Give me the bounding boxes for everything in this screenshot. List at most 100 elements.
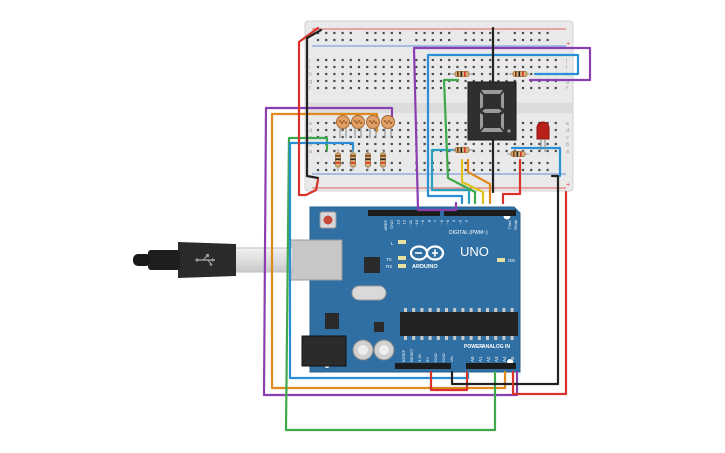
breadboard-hole[interactable] — [464, 128, 467, 132]
breadboard-hole[interactable] — [554, 86, 557, 90]
breadboard-hole[interactable] — [472, 58, 475, 62]
rail-hole[interactable] — [472, 31, 475, 35]
breadboard-hole[interactable] — [489, 72, 492, 76]
breadboard-hole[interactable] — [464, 58, 467, 62]
breadboard-hole[interactable] — [521, 65, 525, 69]
breadboard-hole[interactable] — [489, 142, 492, 146]
breadboard-hole[interactable] — [546, 65, 549, 69]
breadboard-hole[interactable] — [505, 149, 508, 153]
breadboard-hole[interactable] — [333, 86, 336, 90]
breadboard-hole[interactable] — [341, 65, 344, 69]
breadboard-hole[interactable] — [521, 135, 525, 139]
breadboard-hole[interactable] — [497, 142, 500, 146]
reset-button-cap[interactable] — [323, 215, 333, 225]
breadboard-hole[interactable] — [390, 142, 393, 146]
rail-hole[interactable] — [423, 168, 426, 172]
breadboard-hole[interactable] — [374, 65, 377, 69]
breadboard-hole[interactable] — [333, 135, 336, 139]
breadboard-hole[interactable] — [554, 142, 557, 146]
breadboard-hole[interactable] — [530, 135, 533, 139]
breadboard-hole[interactable] — [374, 142, 377, 146]
breadboard-hole[interactable] — [366, 135, 369, 139]
breadboard-hole[interactable] — [316, 86, 320, 90]
breadboard-hole[interactable] — [521, 128, 525, 132]
breadboard-hole[interactable] — [423, 58, 426, 62]
rail-hole[interactable] — [472, 168, 475, 172]
rail-hole[interactable] — [366, 38, 369, 42]
breadboard-hole[interactable] — [530, 72, 533, 76]
breadboard-hole[interactable] — [423, 128, 426, 132]
rail-hole[interactable] — [316, 31, 320, 35]
breadboard-hole[interactable] — [530, 121, 533, 125]
breadboard-hole[interactable] — [464, 121, 467, 125]
breadboard-hole[interactable] — [480, 58, 484, 62]
breadboard-hole[interactable] — [456, 135, 459, 139]
breadboard-hole[interactable] — [341, 149, 344, 153]
breadboard-hole[interactable] — [546, 58, 549, 62]
breadboard-hole[interactable] — [349, 121, 352, 125]
breadboard-hole[interactable] — [398, 142, 402, 146]
breadboard-hole[interactable] — [341, 79, 344, 83]
rail-hole[interactable] — [521, 161, 525, 165]
breadboard-hole[interactable] — [480, 142, 484, 146]
breadboard-hole[interactable] — [448, 58, 451, 62]
rail-hole[interactable] — [431, 31, 434, 35]
breadboard-hole[interactable] — [472, 72, 475, 76]
breadboard-hole[interactable] — [390, 58, 393, 62]
breadboard-hole[interactable] — [341, 72, 344, 76]
breadboard-hole[interactable] — [480, 72, 484, 76]
rail-hole[interactable] — [521, 38, 525, 42]
rail-hole[interactable] — [374, 31, 377, 35]
breadboard-hole[interactable] — [390, 79, 393, 83]
breadboard-hole[interactable] — [439, 79, 443, 83]
rail-hole[interactable] — [349, 168, 352, 172]
breadboard-hole[interactable] — [398, 86, 402, 90]
rail-hole[interactable] — [398, 168, 402, 172]
breadboard-hole[interactable] — [472, 142, 475, 146]
breadboard-hole[interactable] — [382, 79, 385, 83]
breadboard-hole[interactable] — [431, 58, 434, 62]
breadboard-hole[interactable] — [521, 79, 525, 83]
breadboard-hole[interactable] — [489, 149, 492, 153]
breadboard-hole[interactable] — [489, 79, 492, 83]
rail-hole[interactable] — [374, 168, 377, 172]
breadboard-hole[interactable] — [333, 128, 336, 132]
breadboard-hole[interactable] — [390, 72, 393, 76]
breadboard-hole[interactable] — [431, 86, 434, 90]
breadboard-hole[interactable] — [489, 58, 492, 62]
breadboard-hole[interactable] — [456, 58, 459, 62]
rail-hole[interactable] — [341, 31, 344, 35]
breadboard-hole[interactable] — [554, 128, 557, 132]
rail-hole[interactable] — [480, 161, 484, 165]
breadboard-hole[interactable] — [439, 121, 443, 125]
breadboard-hole[interactable] — [456, 142, 459, 146]
breadboard-hole[interactable] — [316, 65, 320, 69]
breadboard-hole[interactable] — [333, 58, 336, 62]
breadboard-hole[interactable] — [497, 149, 500, 153]
breadboard-hole[interactable] — [530, 86, 533, 90]
breadboard-hole[interactable] — [423, 135, 426, 139]
breadboard-hole[interactable] — [480, 149, 484, 153]
breadboard-hole[interactable] — [374, 149, 377, 153]
breadboard-hole[interactable] — [415, 79, 418, 83]
breadboard-hole[interactable] — [554, 121, 557, 125]
breadboard-hole[interactable] — [325, 58, 328, 62]
rail-hole[interactable] — [325, 31, 328, 35]
breadboard-hole[interactable] — [431, 128, 434, 132]
rail-hole[interactable] — [366, 31, 369, 35]
breadboard-hole[interactable] — [333, 65, 336, 69]
rail-hole[interactable] — [521, 31, 525, 35]
breadboard-hole[interactable] — [546, 149, 549, 153]
breadboard-hole[interactable] — [349, 128, 352, 132]
breadboard-hole[interactable] — [398, 72, 402, 76]
breadboard-hole[interactable] — [439, 72, 443, 76]
rail-hole[interactable] — [325, 161, 328, 165]
breadboard-hole[interactable] — [390, 128, 393, 132]
rail-hole[interactable] — [464, 168, 467, 172]
rail-hole[interactable] — [497, 31, 500, 35]
rail-hole[interactable] — [513, 168, 516, 172]
rail-hole[interactable] — [382, 168, 385, 172]
breadboard-hole[interactable] — [554, 58, 557, 62]
breadboard-hole[interactable] — [398, 149, 402, 153]
breadboard-hole[interactable] — [349, 58, 352, 62]
